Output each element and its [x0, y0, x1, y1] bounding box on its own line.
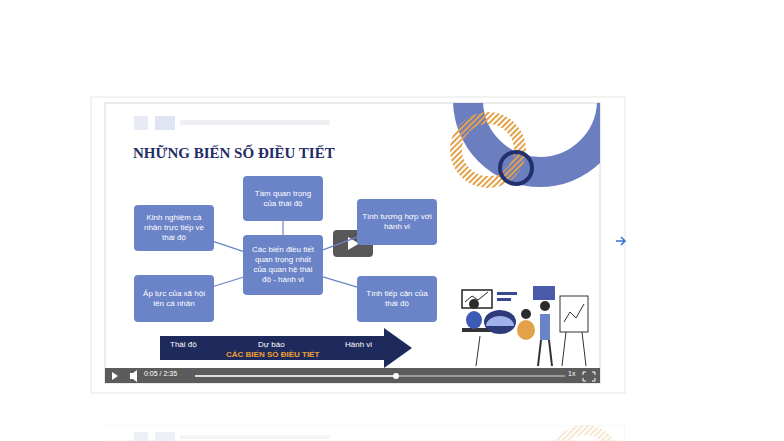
connector — [283, 221, 284, 235]
attribute-box: Tính tương hợp với hành vi — [357, 199, 437, 245]
slide-title: NHỮNG BIẾN SỐ ĐIỀU TIẾT — [133, 145, 335, 162]
box-text: Tầm quan trọng của thái độ — [248, 189, 318, 209]
attribute-box: Kinh nghiệm cá nhân trực tiếp về thái độ — [134, 205, 214, 251]
attribute-box: Tính tiếp cận của thái độ — [357, 276, 437, 322]
box-text: Các biến điều tiết quan trọng nhất của q… — [248, 245, 318, 285]
connector — [214, 277, 243, 286]
arrow-band: Thái độ Dự báo Hành vi CÁC BIẾN SỐ ĐIỀU TIẾ… — [160, 328, 412, 368]
center-box: Các biến điều tiết quan trọng nhất của q… — [243, 235, 323, 295]
connector — [323, 237, 357, 250]
box-text: Kinh nghiệm cá nhân trực tiếp về thái độ — [139, 213, 209, 243]
attribute-box: Tầm quan trọng của thái độ — [243, 176, 323, 221]
connector — [214, 242, 243, 252]
attribute-box: Áp lực của xã hội lên cá nhân — [134, 275, 214, 322]
band-caption: CÁC BIẾN SỐ ĐIỀU TIẾT — [226, 350, 319, 359]
box-text: Tính tiếp cận của thái độ — [362, 289, 432, 309]
box-text: Áp lực của xã hội lên cá nhân — [139, 289, 209, 309]
band-text: Hành vi — [345, 340, 372, 349]
band-text: Thái độ — [170, 340, 197, 349]
band-text: Dự báo — [258, 340, 285, 349]
connector — [323, 277, 357, 287]
speed-label: 1x — [568, 370, 575, 377]
box-text: Tính tương hợp với hành vi — [362, 212, 432, 232]
time-display: 0:05 / 2:35 — [144, 370, 177, 377]
arrow-band-shape — [160, 328, 412, 368]
